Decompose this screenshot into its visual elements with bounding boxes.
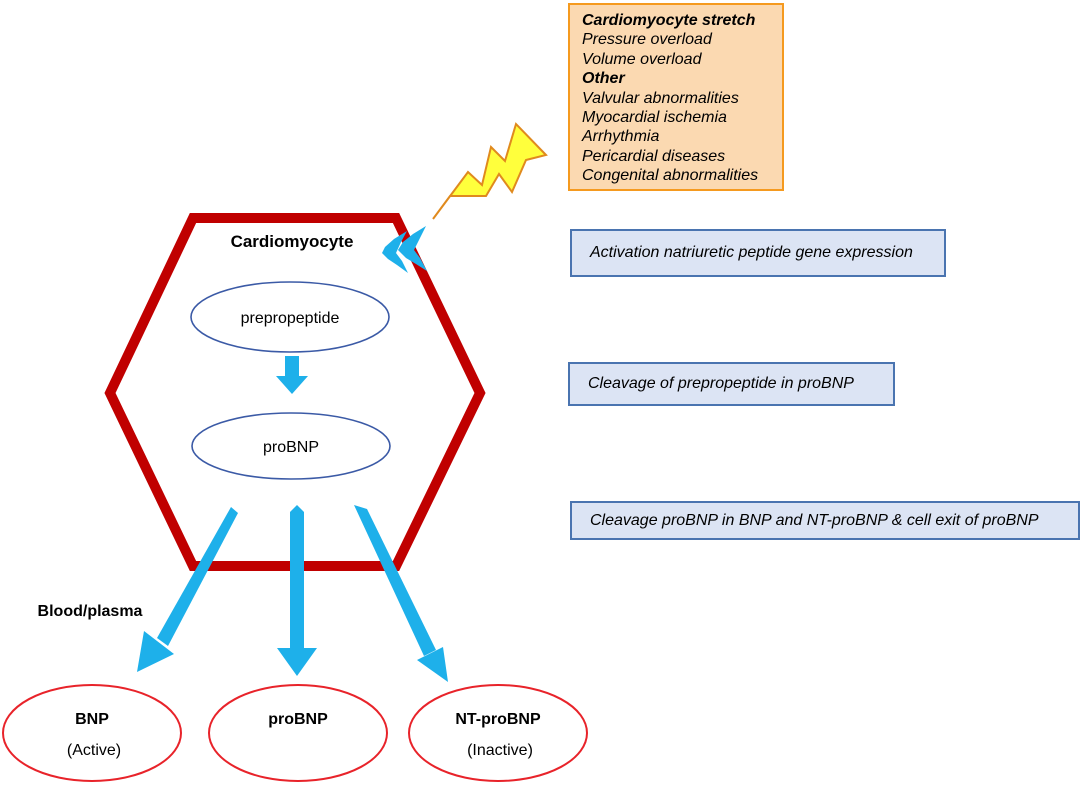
product-probnp (208, 684, 388, 782)
stimuli-item: Valvular abnormalities (582, 89, 739, 107)
stimuli-item: Volume overload (582, 50, 702, 68)
probnp-label: proBNP (263, 439, 319, 456)
stimuli-item: Pressure overload (582, 31, 712, 49)
stimuli-box: Cardiomyocyte stretch Pressure overload … (568, 3, 784, 191)
cardiomyocyte-label: Cardiomyocyte (231, 232, 354, 251)
prepropeptide-node (190, 281, 390, 353)
product-bnp (2, 684, 182, 782)
step-prepropeptide-cleavage: Cleavage of prepropeptide in proBNP (568, 362, 895, 406)
product-bnp-status: (Active) (67, 742, 121, 759)
stimuli-item: Myocardial ischemia (582, 109, 727, 127)
stimuli-item: Arrhythmia (582, 128, 660, 146)
product-ntprobnp (408, 684, 588, 782)
down-arrow-icon (276, 356, 308, 394)
product-ntprobnp-name: NT-proBNP (455, 711, 541, 728)
probnp-node (191, 412, 391, 480)
signal-chevron-icon (382, 226, 427, 273)
exit-arrow-left (137, 507, 238, 672)
stimuli-item: Pericardial diseases (582, 147, 726, 165)
exit-arrow-right (354, 505, 448, 682)
blood-plasma-label: Blood/plasma (38, 603, 143, 620)
lightning-bolt-icon (432, 122, 548, 220)
step-probnp-cleavage: Cleavage proBNP in BNP and NT-proBNP & c… (570, 501, 1080, 540)
product-ntprobnp-status: (Inactive) (467, 742, 533, 759)
cardiomyocyte-hexagon (104, 213, 486, 571)
stimuli-group1-title: Cardiomyocyte stretch (582, 12, 756, 29)
exit-arrows (137, 505, 448, 682)
product-probnp-name: proBNP (268, 711, 328, 728)
stimuli-item: Congenital abnormalities (582, 167, 759, 185)
product-bnp-name: BNP (75, 711, 109, 728)
step-gene-expression: Activation natriuretic peptide gene expr… (570, 229, 946, 277)
stimuli-group2-title: Other (582, 70, 625, 88)
exit-arrow-center (277, 505, 317, 676)
prepropeptide-label: prepropeptide (241, 310, 340, 327)
